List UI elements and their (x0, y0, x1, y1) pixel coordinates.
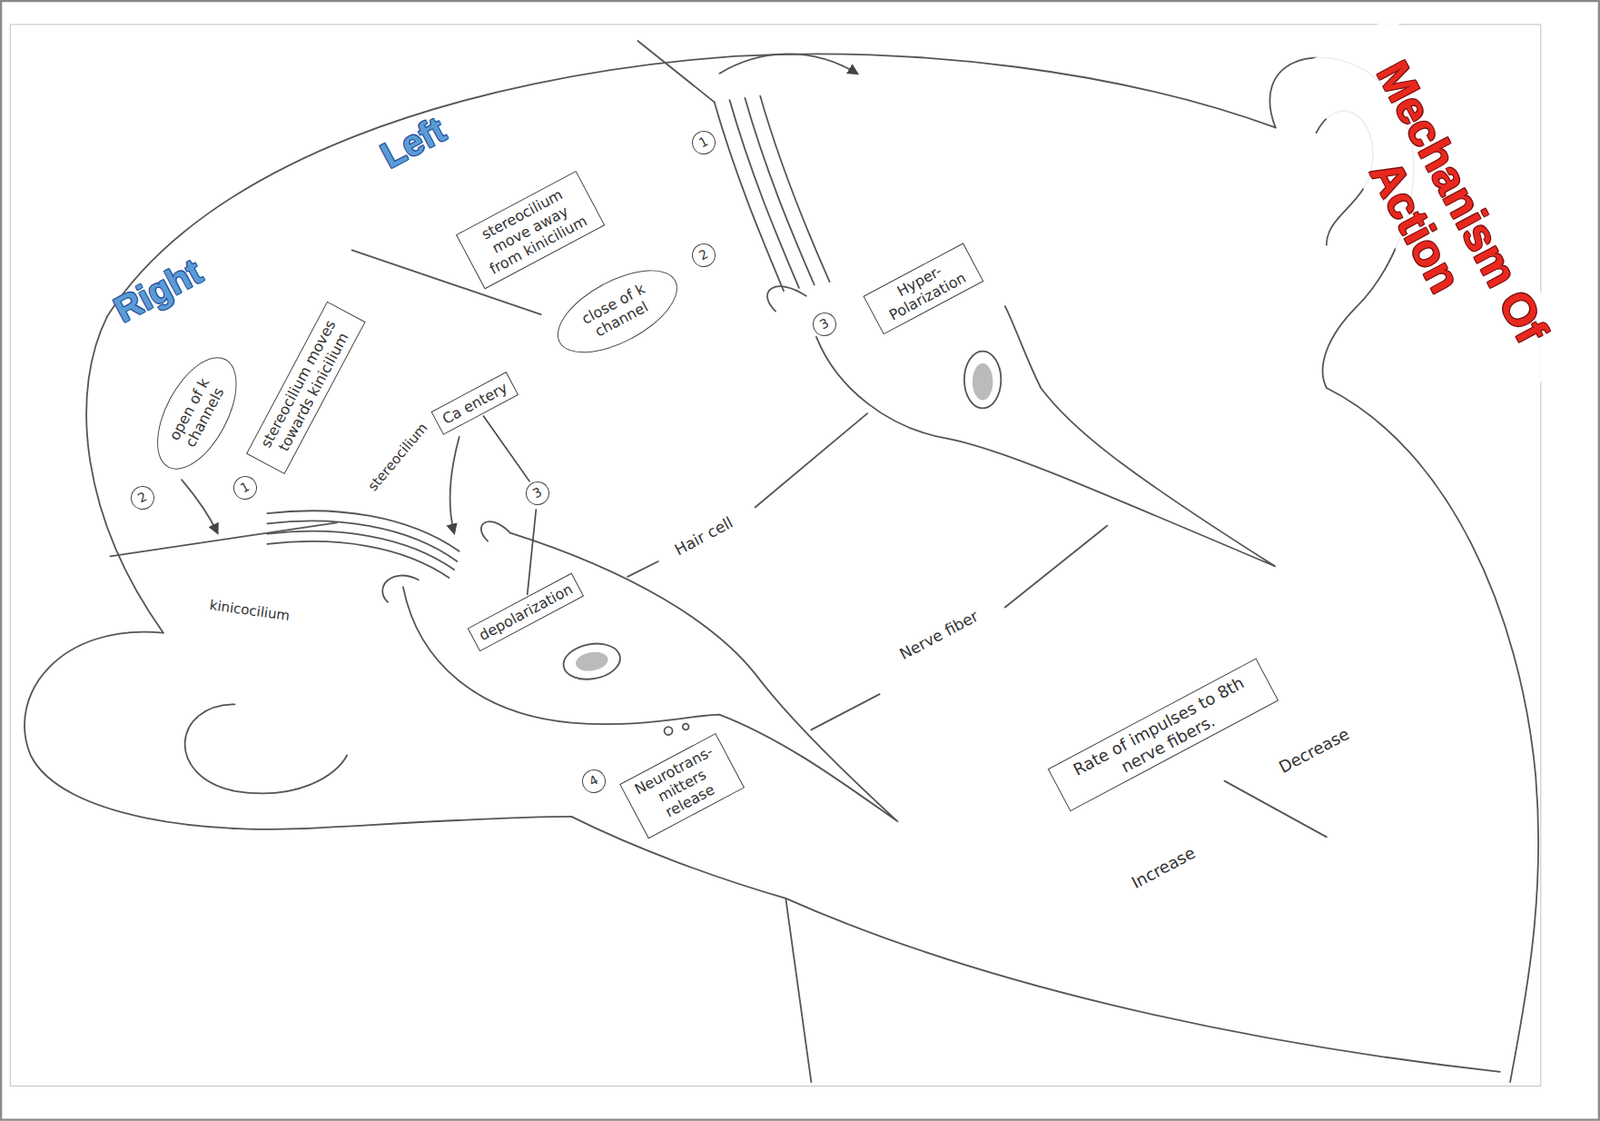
paper-edge (9, 24, 1541, 1087)
callout-number: 1 (228, 472, 261, 504)
jaw-outline (785, 898, 1501, 1072)
node-text: 2 (689, 240, 719, 270)
node-text: 3 (809, 309, 840, 339)
step-box: depolarization (466, 572, 584, 652)
hair-cell-body (816, 306, 1276, 567)
part-label: Nerve fiber (896, 606, 981, 663)
stereocilium (714, 101, 784, 291)
kinocilium (637, 40, 714, 102)
node-text: Neurotrans- mitters release (627, 740, 736, 831)
node-text: stereocilium move away from kinicilium (464, 177, 597, 282)
node-text: open of k channels (161, 367, 233, 459)
step-box: Neurotrans- mitters release (619, 732, 745, 839)
side-label: Right (107, 250, 208, 331)
head-outline (1326, 387, 1539, 1082)
left-ear (24, 632, 572, 830)
leader-line (1005, 525, 1107, 608)
nucleus-shade (573, 649, 610, 673)
node-text: Ca entery (438, 378, 510, 428)
head-outline (86, 316, 164, 633)
speech-bubble: close of k channel (544, 253, 691, 370)
node-text: Rate of impulses to 8th nerve fibers. (1056, 665, 1271, 805)
cell-lip (382, 575, 419, 603)
stereocilium (760, 96, 830, 283)
synapse-vesicle (664, 726, 673, 735)
leader-line (810, 693, 880, 730)
node-text: depolarization (475, 580, 576, 644)
cell-lip (481, 521, 511, 541)
kinocilium (109, 522, 336, 556)
part-label: Hair cell (671, 513, 737, 559)
callout-number: 2 (688, 238, 721, 271)
divider-line (1224, 780, 1326, 838)
cell-lip (767, 286, 807, 311)
node-text: 4 (579, 765, 609, 795)
nucleus-shade (972, 363, 993, 400)
callout-number: 1 (688, 127, 721, 159)
step-box: stereocilium moves towards kinicilium (246, 301, 366, 475)
head-outline (107, 53, 1276, 317)
node-text: close of k channel (567, 274, 667, 349)
nucleus (964, 351, 1001, 409)
stereocilium (729, 99, 799, 288)
node-text: Hyper- Polarization (871, 249, 976, 327)
speech-bubble: open of k channels (140, 344, 254, 482)
rate-label: Increase (1127, 842, 1198, 892)
node-text: 3 (523, 478, 553, 508)
neck-outline (571, 816, 811, 1082)
step-box: Rate of impulses to 8th nerve fibers. (1047, 658, 1280, 812)
callout-number: 3 (808, 308, 840, 341)
nucleus (560, 639, 623, 684)
part-label: kinicocilium (208, 596, 291, 624)
leader-connector (483, 414, 530, 482)
left-ear-inner (185, 703, 347, 793)
node-text: 2 (128, 483, 158, 513)
node-text: 1 (689, 128, 719, 158)
rate-label: Decrease (1275, 723, 1353, 777)
step-box: Hyper- Polarization (862, 242, 984, 335)
callout-number: 2 (127, 482, 159, 514)
side-label: Left (374, 108, 453, 177)
callout-number: 4 (577, 764, 610, 797)
callout-number: 3 (522, 476, 554, 509)
channel-arrow (181, 479, 218, 533)
calcium-arrow (449, 436, 459, 534)
synapse-vesicle (682, 723, 690, 731)
node-text: 1 (229, 473, 259, 503)
step-box: stereocilium move away from kinicilium (455, 170, 605, 289)
part-label: stereocilium (365, 419, 432, 494)
leader-line (627, 561, 659, 577)
node-text: stereocilium moves towards kinicilium (253, 309, 359, 466)
stereocilium (744, 98, 814, 286)
leader-line (755, 413, 869, 507)
stereocilium (266, 541, 449, 578)
leader-connector (527, 508, 537, 595)
step-box: Ca entery (430, 371, 519, 435)
movement-arrow (719, 53, 858, 74)
